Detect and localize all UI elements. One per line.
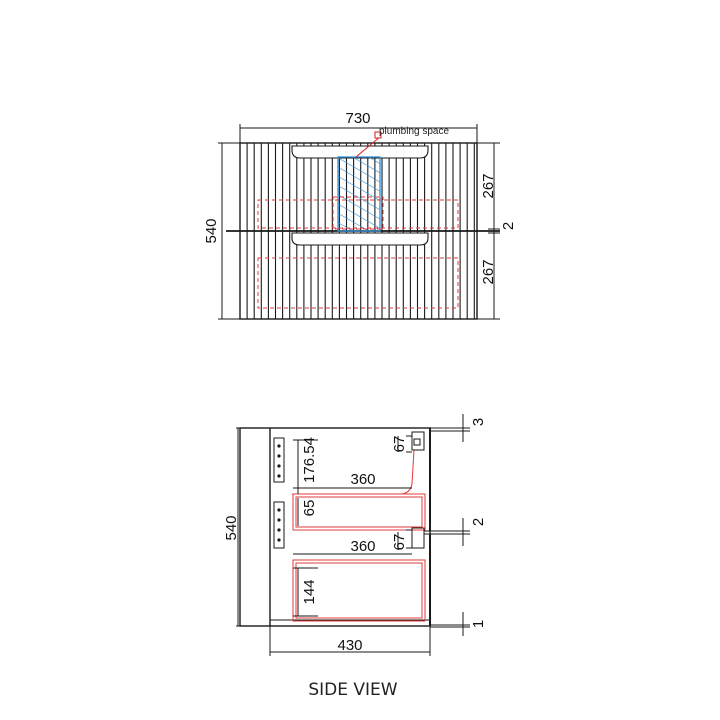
- lower-offset-label: 67: [391, 534, 408, 551]
- lower-drawer-height-label: 144: [301, 579, 318, 604]
- plumbing-leader: plumbing space: [355, 126, 449, 158]
- plumbing-space-label: plumbing space: [379, 126, 449, 137]
- drawer-depth-dimensions: [293, 487, 412, 555]
- front-width-dimension: [239, 124, 478, 143]
- side-depth-dimension: [269, 626, 431, 656]
- front-height-label: 540: [203, 218, 220, 243]
- lower-handle-recess: [291, 232, 429, 246]
- gap-mid-label: 2: [470, 518, 487, 526]
- side-view: 176.54 65 144 67 67 360 360 540 430: [223, 414, 487, 700]
- side-height-label: 540: [223, 515, 240, 540]
- front-drawer-dimensions: [477, 142, 500, 320]
- plumbing-space: [337, 156, 381, 232]
- inner-vertical-dimensions: [293, 436, 399, 617]
- lower-drawer-height-label: 267: [480, 259, 497, 284]
- side-runner-brackets: [273, 437, 285, 549]
- side-height-dimension: [236, 427, 240, 627]
- upper-inner-height-label: 65: [301, 500, 318, 517]
- gap-bottom-label: 1: [470, 620, 487, 628]
- side-depth-label: 430: [337, 637, 362, 654]
- lower-drawer-box: [292, 559, 426, 622]
- upper-handle-recess: [291, 145, 429, 159]
- upper-drawer-profile: [292, 449, 415, 495]
- upper-drawer-height-label: 267: [480, 173, 497, 198]
- upper-drawer-height-label: 176.54: [301, 437, 318, 483]
- lower-drawer-depth-label: 360: [350, 538, 375, 555]
- upper-offset-label: 67: [391, 436, 408, 453]
- gap-markers: [424, 414, 470, 636]
- front-offset-blocks: [406, 431, 425, 549]
- front-view: plumbing space 730 540 267 2 267: [203, 110, 517, 320]
- drawer-gap-label: 2: [500, 222, 517, 230]
- upper-drawer-depth-label: 360: [350, 471, 375, 488]
- front-hidden-lines: [257, 196, 459, 309]
- front-width-label: 730: [345, 110, 370, 127]
- gap-top-label: 3: [470, 418, 487, 426]
- front-height-dimension: [218, 142, 240, 320]
- side-view-caption: SIDE VIEW: [308, 680, 397, 700]
